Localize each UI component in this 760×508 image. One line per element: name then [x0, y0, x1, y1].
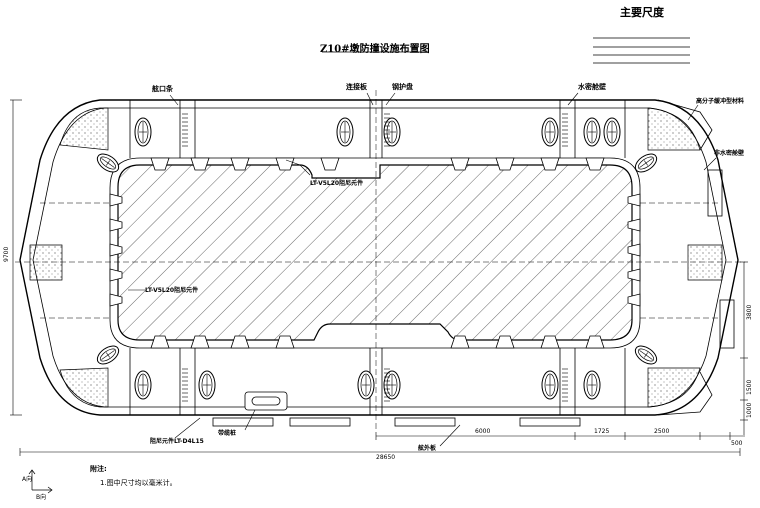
label-polymer: 高分子缓冲型材料 [696, 98, 745, 105]
damper-element-top [190, 157, 210, 171]
corner-fill-br [647, 367, 701, 408]
damper-element-bottom [190, 335, 210, 349]
dimension-table-lines [593, 37, 690, 64]
manhole-cover-top [603, 117, 621, 147]
damper-element-bottom [495, 335, 515, 349]
manhole-cover-top [383, 117, 401, 147]
label-side-board: 舷外板 [418, 445, 437, 452]
axis-b: B向 [36, 494, 47, 501]
damper-element-left [109, 193, 123, 207]
dim-right-1000: 1000 [746, 402, 753, 418]
dim-right-3800: 3800 [746, 304, 753, 320]
main-dimensions-title: 主要尺度 [620, 6, 664, 19]
label-water-cabin: 水密舱壁 [578, 83, 606, 91]
manhole-cover-corner [634, 345, 658, 365]
manhole-cover-top [134, 117, 152, 147]
label-steel-guard: 钢护盘 [392, 83, 413, 91]
notes-item-1: 1.图中尺寸均以毫米计。 [100, 479, 177, 487]
pier-hatched [117, 164, 633, 341]
damper-element-bottom [150, 335, 170, 349]
dim-bottom-1725: 1725 [594, 428, 610, 435]
manhole-cover-bottom [134, 370, 152, 400]
damper-element-bottom [230, 335, 250, 349]
label-watertight-bulkhead: 非水密舱壁 [714, 150, 745, 157]
damper-element-right [627, 243, 641, 257]
dim-bottom-2500: 2500 [654, 428, 670, 435]
bottom-pad-3 [394, 417, 456, 427]
manhole-cover-top [336, 117, 354, 147]
damper-element-top [585, 157, 605, 171]
corner-fill-tl [59, 107, 109, 151]
label-lt-v5l20-top: LT-V5L20阻尼元件 [310, 180, 364, 187]
damper-element-top [230, 157, 250, 171]
label-connector: 连接板 [346, 83, 367, 91]
manhole-cover-top [583, 117, 601, 147]
dim-total: 28650 [376, 454, 396, 461]
outer-hull [19, 99, 739, 416]
drawing-title: Z10#墩防撞设施布置图 [320, 44, 430, 55]
damper-element-bottom [585, 335, 605, 349]
dim-height: 9700 [3, 246, 10, 262]
damper-element-right [627, 193, 641, 207]
axis-a: A向 [22, 476, 33, 483]
label-lt-v5l20-left: LT-V5L20阻尼元件 [145, 287, 199, 294]
corner-fill-tr [647, 107, 701, 151]
bottom-pad-1 [212, 417, 274, 427]
label-damper-d4l15: 阻尼元件LT-D4L15 [150, 438, 204, 445]
dim-bottom-500: 500 [731, 440, 743, 447]
bottom-pad-2 [289, 417, 351, 427]
manhole-cover-bottom [541, 370, 559, 400]
manhole-cover-bottom [357, 370, 375, 400]
damper-element-right [627, 268, 641, 282]
damper-element-bottom [450, 335, 470, 349]
end-fill-left [29, 244, 63, 281]
label-cushion: 带缆桩 [218, 430, 237, 437]
manhole-cover-corner [634, 153, 658, 173]
corner-fill-bl [59, 367, 109, 408]
damper-element-left [109, 243, 123, 257]
dim-bottom-6000: 6000 [475, 428, 491, 435]
manhole-cover-bottom [583, 370, 601, 400]
damper-element-right [627, 293, 641, 307]
dim-right-1500: 1500 [746, 379, 753, 395]
damper-element-top [320, 157, 340, 171]
damper-element-top [540, 157, 560, 171]
damper-element-bottom [275, 335, 295, 349]
damper-element-left [109, 268, 123, 282]
end-fill-right [687, 244, 723, 281]
manhole-cover-top [541, 117, 559, 147]
damper-element-left [109, 293, 123, 307]
damper-element-top [450, 157, 470, 171]
damper-element-bottom [540, 335, 560, 349]
damper-element-left [109, 218, 123, 232]
bottom-pad-4 [519, 417, 581, 427]
label-tl: 舷口条 [152, 85, 173, 93]
damper-element-right [627, 218, 641, 232]
manhole-cover-corner [96, 153, 120, 173]
damper-element-top [495, 157, 515, 171]
damper-element-top [150, 157, 170, 171]
manhole-cover-corner [96, 345, 120, 365]
notes-heading: 附注: [90, 465, 107, 473]
manhole-cover-bottom [198, 370, 216, 400]
